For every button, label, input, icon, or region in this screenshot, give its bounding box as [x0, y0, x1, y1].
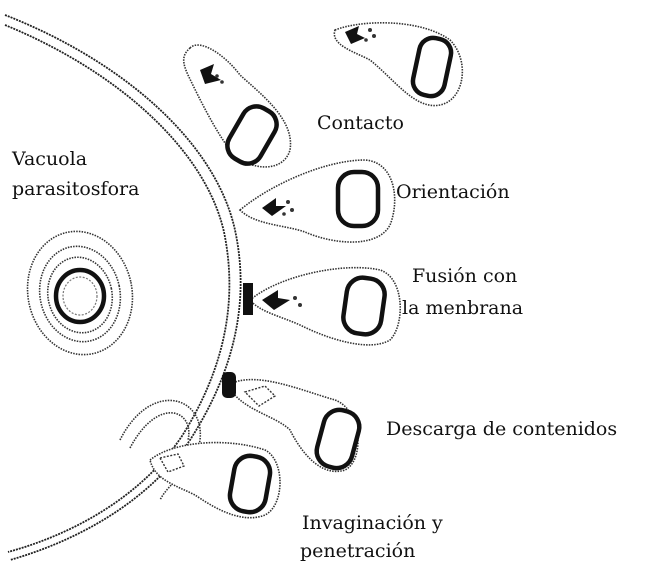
- label-invaginacion-line1: Invaginación y: [302, 511, 443, 535]
- parasite-invaginacion: [120, 400, 280, 517]
- label-orientacion: Orientación: [396, 180, 510, 204]
- label-descarga: Descarga de contenidos: [386, 417, 617, 441]
- parasite-orientacion: [240, 160, 395, 242]
- parasite-fusion: [243, 268, 400, 345]
- label-contacto: Contacto: [317, 111, 404, 135]
- parasite-free: [334, 23, 462, 106]
- label-invaginacion-line2: penetración: [300, 539, 415, 563]
- label-vacuola-line2: parasitosfora: [12, 177, 139, 201]
- parasitophorous-vacuole: [16, 222, 144, 365]
- label-fusion-line2: la menbrana: [402, 296, 523, 320]
- label-fusion-line1: Fusión con: [412, 264, 517, 288]
- label-vacuola-line1: Vacuola: [12, 147, 87, 171]
- parasite-contacto: [184, 45, 291, 169]
